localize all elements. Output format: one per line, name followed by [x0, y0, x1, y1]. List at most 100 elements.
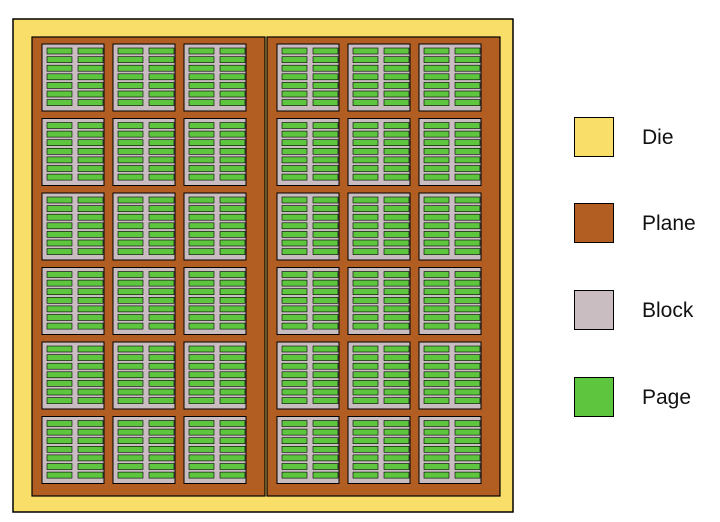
- page: [312, 454, 339, 462]
- page: [454, 173, 481, 181]
- page: [312, 296, 339, 304]
- page: [148, 437, 175, 445]
- page: [383, 239, 410, 247]
- page: [281, 130, 308, 138]
- page: [281, 471, 308, 479]
- page: [281, 454, 308, 462]
- page: [148, 222, 175, 230]
- page: [423, 371, 450, 379]
- page: [423, 362, 450, 370]
- page: [219, 173, 246, 181]
- page: [148, 248, 175, 255]
- page: [219, 279, 246, 287]
- page: [219, 362, 246, 370]
- page: [383, 296, 410, 304]
- page: [312, 122, 339, 129]
- page: [352, 471, 379, 479]
- page: [77, 90, 104, 98]
- page: [423, 122, 450, 129]
- page: [383, 428, 410, 436]
- page: [423, 99, 450, 106]
- page: [148, 90, 175, 98]
- legend-swatch-block: [574, 290, 614, 330]
- page: [148, 122, 175, 129]
- page: [454, 362, 481, 370]
- page: [46, 420, 73, 427]
- page: [148, 305, 175, 313]
- legend-item-page: Page: [574, 377, 714, 421]
- page: [383, 156, 410, 164]
- page: [77, 130, 104, 138]
- page: [77, 64, 104, 72]
- page: [423, 345, 450, 353]
- page: [281, 371, 308, 379]
- page: [77, 428, 104, 436]
- page: [117, 139, 144, 146]
- page: [148, 288, 175, 296]
- page: [117, 296, 144, 304]
- page: [281, 463, 308, 470]
- page: [352, 314, 379, 321]
- page: [77, 122, 104, 129]
- page: [188, 279, 215, 287]
- page: [423, 380, 450, 387]
- legend-label-plane: Plane: [642, 212, 696, 235]
- page: [219, 99, 246, 106]
- page: [188, 288, 215, 296]
- page: [117, 205, 144, 212]
- page: [281, 205, 308, 212]
- page: [423, 47, 450, 55]
- page: [148, 271, 175, 278]
- page: [454, 314, 481, 321]
- page: [454, 279, 481, 287]
- page: [423, 388, 450, 396]
- page: [454, 380, 481, 387]
- page: [312, 82, 339, 89]
- page: [117, 82, 144, 89]
- page: [383, 380, 410, 387]
- page: [219, 196, 246, 204]
- page: [454, 64, 481, 72]
- page: [281, 148, 308, 155]
- page: [423, 222, 450, 230]
- page: [148, 445, 175, 453]
- page: [219, 354, 246, 361]
- page: [46, 90, 73, 98]
- page: [148, 371, 175, 379]
- page: [77, 471, 104, 479]
- page: [423, 305, 450, 313]
- page: [46, 231, 73, 238]
- page: [188, 437, 215, 445]
- legend-swatch-plane: [574, 203, 614, 243]
- page: [312, 239, 339, 247]
- page: [117, 445, 144, 453]
- page: [281, 305, 308, 313]
- page: [46, 380, 73, 387]
- page: [423, 73, 450, 81]
- page: [219, 130, 246, 138]
- page: [148, 173, 175, 181]
- page: [423, 428, 450, 436]
- page: [423, 130, 450, 138]
- page: [148, 322, 175, 330]
- page: [148, 380, 175, 387]
- page: [281, 445, 308, 453]
- page: [46, 428, 73, 436]
- page: [281, 362, 308, 370]
- page: [454, 196, 481, 204]
- page: [352, 173, 379, 181]
- page: [188, 139, 215, 146]
- page: [352, 362, 379, 370]
- page: [188, 122, 215, 129]
- page: [352, 305, 379, 313]
- page: [423, 139, 450, 146]
- page: [77, 437, 104, 445]
- page: [454, 322, 481, 330]
- legend-swatch-die: [574, 117, 614, 157]
- page: [312, 90, 339, 98]
- page: [46, 64, 73, 72]
- page: [188, 248, 215, 255]
- page: [423, 354, 450, 361]
- page: [117, 173, 144, 181]
- page: [188, 397, 215, 404]
